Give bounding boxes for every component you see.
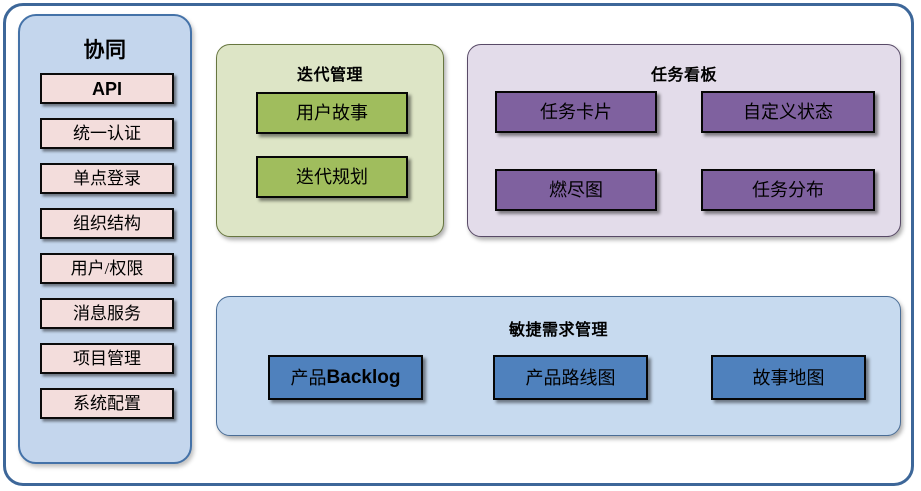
box-custom-status[interactable]: 自定义状态 bbox=[701, 91, 875, 133]
sidebar-title: 协同 bbox=[83, 39, 127, 62]
sidebar-item-list: API 统一认证 单点登录 组织结构 用户/权限 消息服务 项目管理 系统配置 bbox=[40, 73, 174, 433]
sidebar-item-user-permission[interactable]: 用户/权限 bbox=[40, 253, 174, 284]
panel-task-board[interactable]: 任务看板 任务卡片 自定义状态 燃尽图 任务分布 bbox=[467, 44, 901, 237]
sidebar-item-system-config[interactable]: 系统配置 bbox=[40, 388, 174, 419]
panel-agile-title: 敏捷需求管理 bbox=[508, 322, 608, 339]
box-product-backlog-cjk: 产品 bbox=[290, 367, 327, 388]
box-product-roadmap[interactable]: 产品路线图 bbox=[493, 355, 648, 400]
panel-iteration-management[interactable]: 迭代管理 用户故事 迭代规划 bbox=[216, 44, 444, 237]
box-burndown-chart[interactable]: 燃尽图 bbox=[495, 169, 657, 211]
sidebar-item-project-management[interactable]: 项目管理 bbox=[40, 343, 174, 374]
sidebar-item-api[interactable]: API bbox=[40, 73, 174, 104]
box-user-story[interactable]: 用户故事 bbox=[256, 92, 408, 134]
panel-taskboard-title: 任务看板 bbox=[650, 67, 717, 84]
box-story-map[interactable]: 故事地图 bbox=[711, 355, 866, 400]
box-product-backlog-latin: Backlog bbox=[326, 367, 401, 388]
sidebar-item-unified-auth[interactable]: 统一认证 bbox=[40, 118, 174, 149]
sidebar-item-single-sign-on[interactable]: 单点登录 bbox=[40, 163, 174, 194]
box-task-distribution[interactable]: 任务分布 bbox=[701, 169, 875, 211]
panel-iteration-title: 迭代管理 bbox=[296, 67, 363, 84]
sidebar-panel-collaboration[interactable]: 协同 API 统一认证 单点登录 组织结构 用户/权限 消息服务 项目管理 系统… bbox=[18, 14, 192, 464]
box-task-card[interactable]: 任务卡片 bbox=[495, 91, 657, 133]
box-iteration-planning[interactable]: 迭代规划 bbox=[256, 156, 408, 198]
sidebar-item-org-structure[interactable]: 组织结构 bbox=[40, 208, 174, 239]
sidebar-item-message-service[interactable]: 消息服务 bbox=[40, 298, 174, 329]
